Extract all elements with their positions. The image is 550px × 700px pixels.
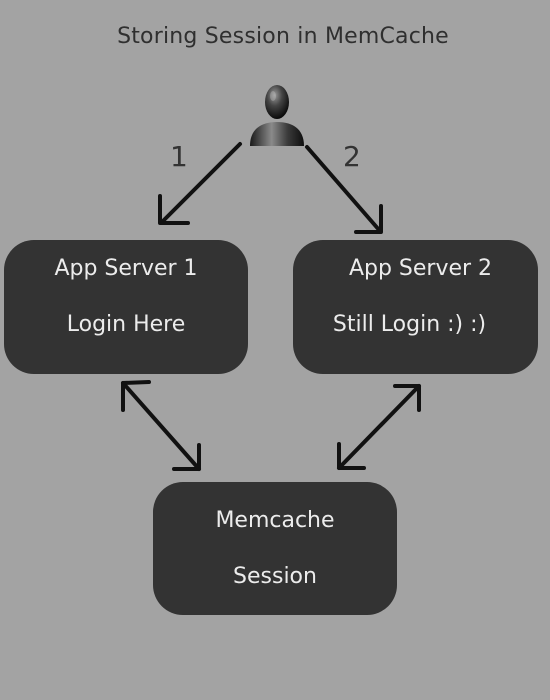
user-silhouette-icon — [250, 85, 304, 146]
arrow-app-server-2-memcache — [337, 384, 421, 470]
app-server-2-name: App Server 2 — [348, 256, 493, 281]
app-server-1-name: App Server 1 — [54, 256, 198, 281]
step-label-1: 1 — [170, 140, 188, 173]
app-server-2-text: Still Login :) :) — [332, 312, 487, 337]
app-server-2-box: App Server 2 Still Login :) :) — [293, 240, 538, 374]
arrow-user-to-app-server-1 — [158, 142, 242, 225]
step-label-2: 2 — [343, 140, 361, 173]
arrow-user-to-app-server-2 — [305, 145, 383, 234]
diagram-title: Storing Session in MemCache — [117, 24, 449, 49]
app-server-1-text: Login Here — [66, 312, 186, 337]
app-server-1-box: App Server 1 Login Here — [4, 240, 248, 374]
memcache-text: Session — [233, 564, 317, 589]
memcache-box: Memcache Session — [153, 482, 397, 615]
memcache-name: Memcache — [215, 508, 335, 533]
arrow-app-server-1-memcache — [121, 380, 201, 471]
